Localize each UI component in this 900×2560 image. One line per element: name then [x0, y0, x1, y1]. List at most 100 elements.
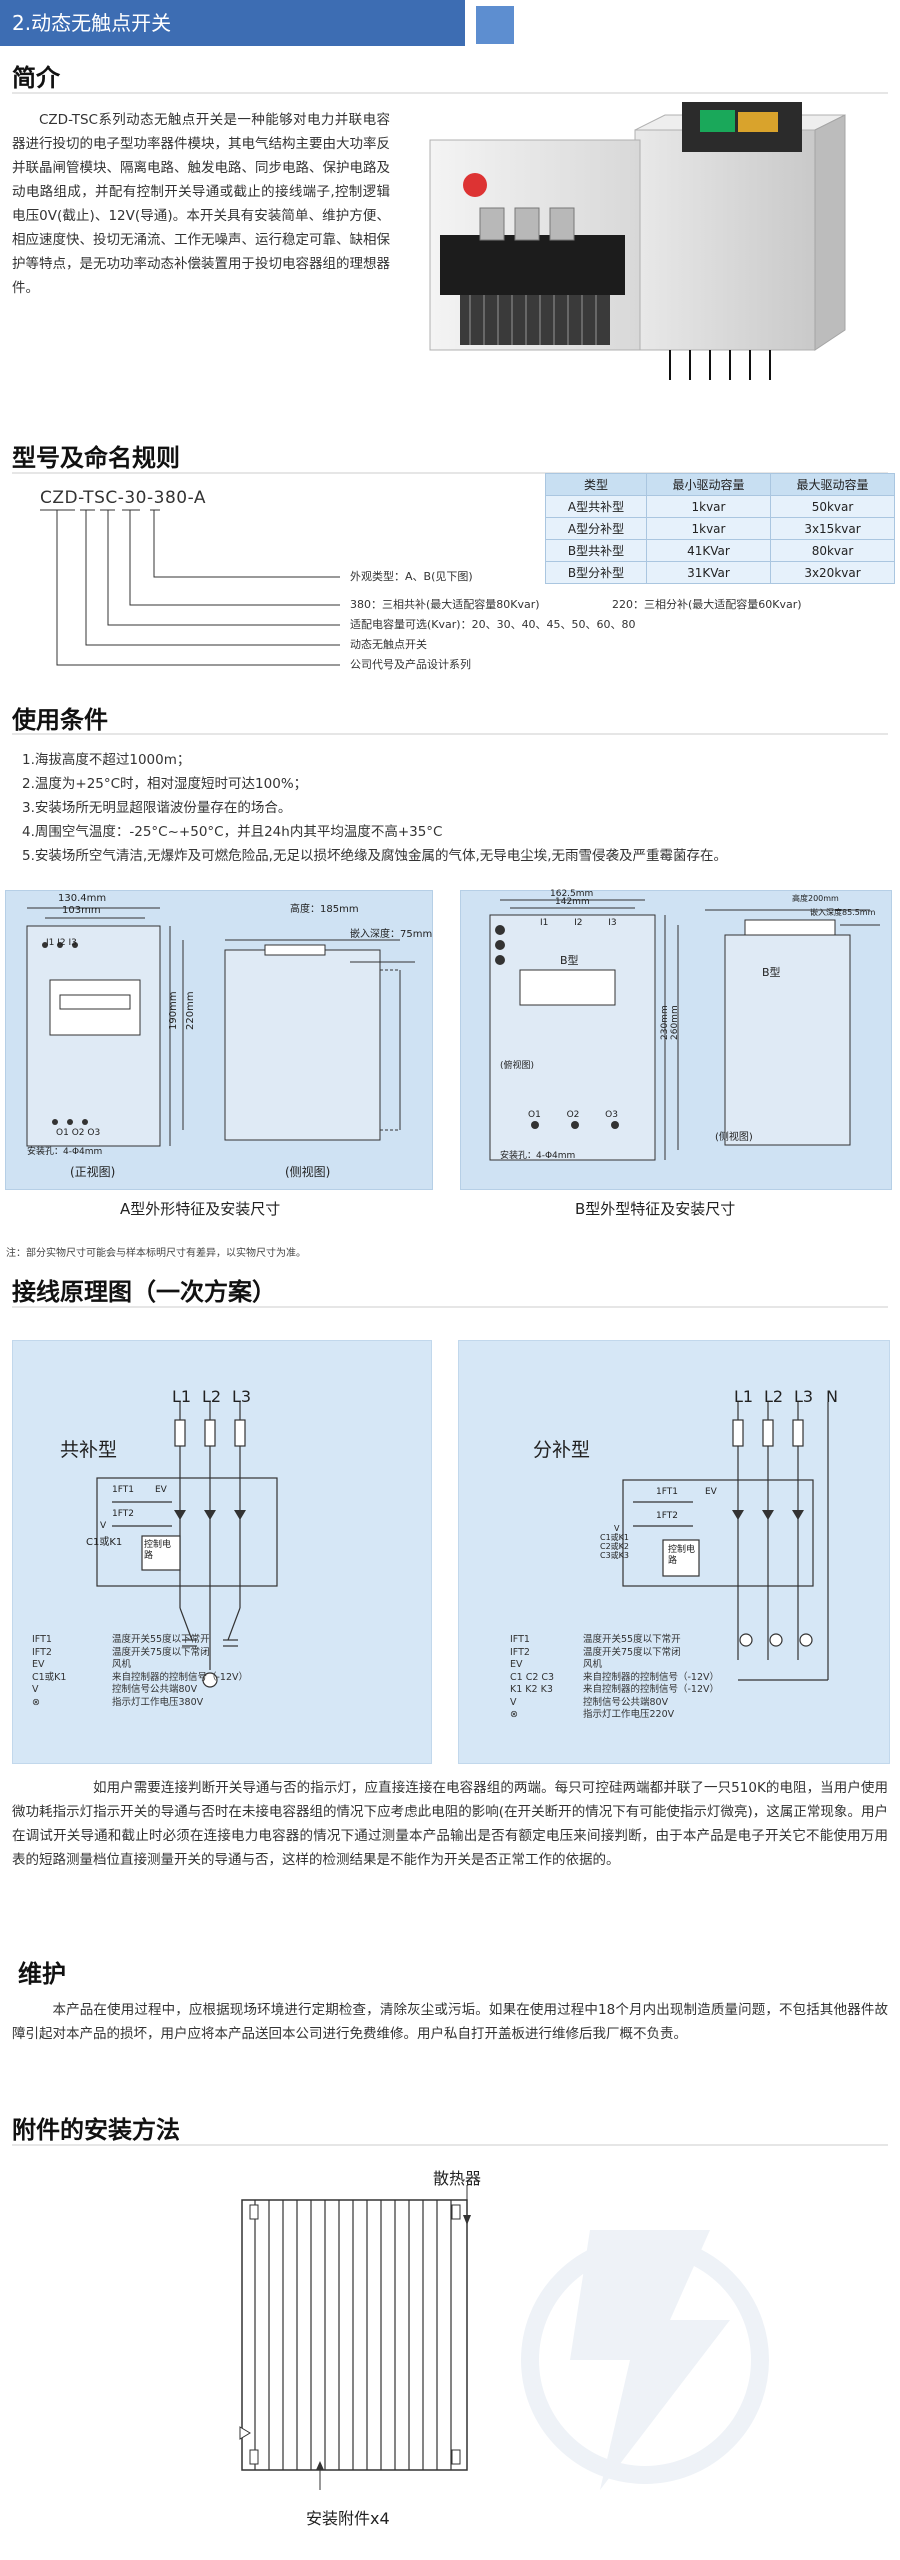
phase-l3: L3 [794, 1387, 814, 1406]
dim-drawing-b [489, 899, 880, 1161]
right-ft1: 1FT1 [656, 1487, 678, 1497]
legend-value: 来自控制器的控制信号（-12V） [112, 1671, 249, 1683]
dim-b-w2: 142mm [555, 897, 590, 907]
right-legend-keys: IFT1 IFT2 EV C1 C2 C3 K1 K2 K3 V ⊗ [510, 1634, 554, 1722]
legend-key: IFT1 [32, 1634, 52, 1645]
divider [12, 2144, 888, 2146]
legend-key: ⊗ [510, 1709, 518, 1720]
condition-item: 5.安装场所空气清洁,无爆炸及可燃危险品,无足以损坏绝缘及腐蚀金属的气体,无导电… [22, 848, 728, 864]
label-220: 220：三相分补(最大适配容量60Kvar) [612, 598, 802, 611]
legend-key: V [32, 1684, 39, 1695]
left-ft1: 1FT1 [112, 1485, 134, 1495]
legend-value: 温度开关55度以下常开 [583, 1634, 681, 1645]
left-ck: C1或K1 [86, 1537, 123, 1548]
table-header-row: 类型 最小驱动容量 最大驱动容量 [545, 473, 896, 496]
legend-value: 控制信号公共端80V [112, 1684, 198, 1695]
table-cell: 1kvar [645, 495, 771, 518]
section-banner: 2.动态无触点开关 [0, 0, 465, 46]
dim-a-front: (正视图) [70, 1165, 116, 1179]
intro-text: CZD-TSC系列动态无触点开关是一种能够对电力并联电容器进行投切的电子型功率器… [12, 112, 390, 296]
terminal-i3: I3 [608, 918, 617, 928]
phase-l2: L2 [764, 1387, 784, 1406]
model-code: CZD-TSC-30-380-A [40, 488, 206, 508]
table-cell: A型共补型 [545, 495, 647, 518]
terminal-labels-in-b: I1 I2 I3 [540, 918, 617, 928]
dim-a-side: (侧视图) [285, 1165, 331, 1179]
legend-value: 指示灯工作电压220V [583, 1709, 675, 1720]
right-ctrl: 控制电路 [668, 1545, 696, 1566]
legend-key: EV [510, 1659, 523, 1670]
condition-item: 4.周围空气温度：-25°C~+50°C，并且24h内其平均温度不高+35°C [22, 824, 443, 840]
heatsink-drawing [239, 2185, 471, 2490]
table-header: 最小驱动容量 [645, 473, 771, 496]
dim-b-h2: 260mm [670, 1005, 680, 1040]
wiring-text: 如用户需要连接判断开关导通与否的指示灯，应直接连接在电容器组的两端。每只可控硅两… [12, 1780, 888, 1868]
terminal-o1: O1 [528, 1110, 541, 1120]
right-ck-list: C1或K1 C2或K2 C3或K3 [600, 1533, 629, 1560]
maint-heading: 维护 [18, 1960, 66, 1988]
table-cell: B型分补型 [545, 561, 647, 584]
right-ev: EV [705, 1487, 717, 1497]
left-v: V [100, 1521, 107, 1531]
dim-b-type2: B型 [762, 966, 781, 979]
dim-a-embed: 嵌入深度：75mm [350, 929, 433, 940]
conditions-heading: 使用条件 [12, 706, 108, 734]
legend-key: V [510, 1696, 517, 1708]
dim-a-w1: 130.4mm [58, 893, 107, 904]
phase-l2: L2 [202, 1387, 222, 1406]
legend-value: 风机 [112, 1659, 132, 1670]
dim-a-caption: A型外形特征及安装尺寸 [120, 1200, 281, 1218]
phase-l1: L1 [172, 1387, 192, 1406]
legend-value: 温度开关55度以下常开 [112, 1634, 210, 1645]
dim-b-caption: B型外型特征及安装尺寸 [575, 1200, 736, 1218]
legend-value: 控制信号公共端80V [583, 1696, 669, 1708]
legend-key: C1或K1 [32, 1671, 67, 1683]
legend-value: 来自控制器的控制信号（-12V） [583, 1671, 720, 1683]
dim-drawing-a [26, 907, 415, 1147]
label-switch: 动态无触点开关 [350, 638, 427, 651]
terminal-i2: I2 [57, 938, 66, 948]
terminal-i3: I3 [68, 938, 77, 948]
banner-square [476, 6, 514, 44]
terminal-i2: I2 [574, 918, 583, 928]
legend-key: EV [32, 1659, 45, 1670]
dim-note: 注：部分实物尺寸可能会与样本标明尺寸有差异，以实物尺寸为准。 [6, 1248, 306, 1259]
model-heading: 型号及命名规则 [12, 444, 180, 472]
terminal-labels-in: I1 I2 I3 [46, 938, 77, 948]
heatsink-body [241, 2199, 468, 2471]
intro-heading: 简介 [12, 64, 60, 92]
fitting-label: 安装附件x4 [306, 2509, 390, 2528]
legend-value: 来自控制器的控制信号（-12V） [583, 1684, 720, 1695]
label-type: 外观类型：A、B(见下图) [350, 570, 473, 583]
divider [12, 92, 888, 94]
left-legend-keys: IFT1 IFT2 EV C1或K1 V ⊗ [32, 1634, 66, 1709]
terminal-i1: I1 [46, 938, 55, 948]
table-header: 最大驱动容量 [769, 473, 896, 496]
legend-value: 温度开关75度以下常闭 [112, 1646, 210, 1658]
table-cell: 3x15kvar [769, 517, 896, 540]
condition-item: 1.海拔高度不超过1000m； [22, 752, 191, 768]
phase-l1: L1 [734, 1387, 754, 1406]
dim-a-w2: 103mm [62, 905, 101, 916]
dim-b-w1: 162.5mm [550, 889, 594, 899]
right-ft2: 1FT2 [656, 1511, 678, 1521]
table-cell: B型共补型 [545, 539, 647, 562]
legend-value: 指示灯工作电压380V [112, 1696, 204, 1708]
dim-b-depth: 高度200mm [792, 894, 839, 903]
left-ctrl: 控制电路 [144, 1540, 172, 1561]
dim-b-top: (俯视图) [500, 1061, 535, 1071]
legend-key: IFT2 [510, 1646, 530, 1658]
section-title: 2.动态无触点开关 [12, 11, 172, 35]
legend-value: 温度开关75度以下常闭 [583, 1646, 681, 1658]
divider [12, 472, 888, 474]
terminal-labels-out-b: O1 O2 O3 [528, 1110, 618, 1120]
label-380: 380：三相共补(最大适配容量80Kvar) [350, 598, 540, 611]
condition-item: 2.温度为+25°C时，相对湿度短时可达100%； [22, 776, 308, 792]
divider [12, 733, 888, 735]
legend-key: ⊗ [32, 1696, 40, 1708]
terminal-o2: O2 [71, 1128, 85, 1138]
table-cell: 31KVar [645, 561, 771, 584]
table-header: 类型 [545, 473, 647, 496]
